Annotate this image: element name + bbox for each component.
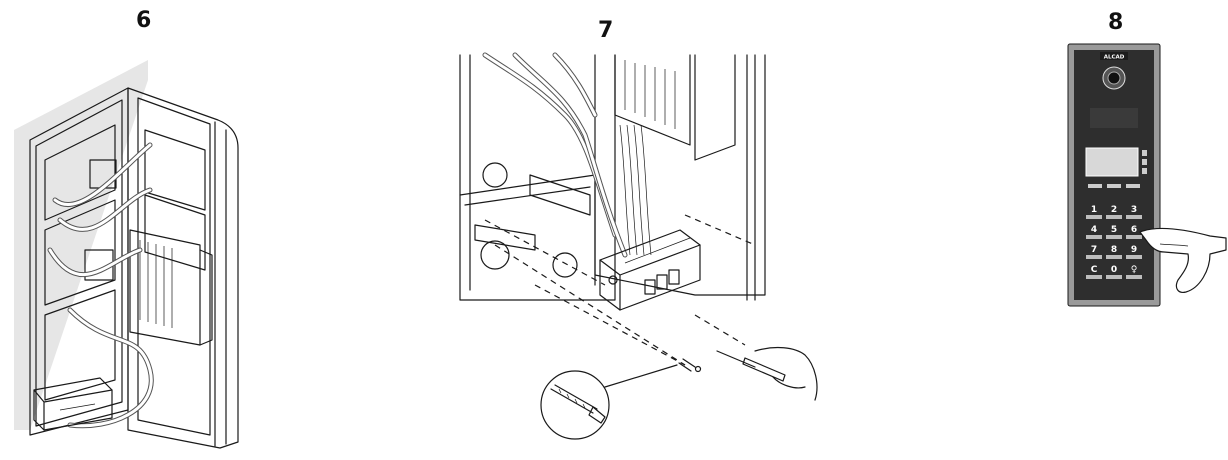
figure-step-8: ALCAD 1 2 3 4 5 6 7 8 9C 0 ♀: [1067, 43, 1227, 307]
keypad-key-label: ♀: [1131, 265, 1138, 275]
keypad-key-button: [1126, 215, 1142, 219]
keypad-key-label: 2: [1111, 205, 1117, 215]
keypad-key-label: 0: [1111, 265, 1117, 275]
keypad-key-label: 4: [1091, 225, 1097, 235]
keypad-key-button: [1106, 255, 1122, 259]
keypad-key-label: 1: [1091, 205, 1097, 215]
keypad-key-button: [1086, 275, 1102, 279]
step-number-8: 8: [1108, 10, 1124, 35]
keypad-key-button: [1086, 215, 1102, 219]
keypad-key-label: 7: [1091, 245, 1097, 255]
display-screen: [1085, 147, 1139, 177]
keypad-key-label: 8: [1111, 245, 1117, 255]
keypad: 1 2 3 4 5 6 7 8 9C 0 ♀: [1086, 205, 1142, 279]
keypad-key-button: [1106, 215, 1122, 219]
keypad-key-button: [1106, 275, 1122, 279]
keypad-key-label: 9: [1131, 245, 1137, 255]
keypad-key-button: [1126, 255, 1142, 259]
step-number-6: 6: [136, 8, 152, 33]
keypad-key-label: 5: [1111, 225, 1117, 235]
keypad-key-label: 6: [1131, 225, 1137, 235]
step-number-7: 7: [598, 18, 614, 43]
keypad-key-button: [1086, 235, 1102, 239]
panel-brand-label: ALCAD: [1104, 55, 1125, 61]
figure-step-7: [459, 52, 818, 440]
speaker-grille: [1090, 108, 1138, 128]
keypad-key-button: [1086, 255, 1102, 259]
figure-step-6: [14, 60, 239, 449]
keypad-key-button: [1106, 235, 1122, 239]
keypad-key-label: C: [1091, 265, 1098, 275]
keypad-key-label: 3: [1131, 205, 1137, 215]
keypad-key-button: [1126, 275, 1142, 279]
keypad-key-button: [1126, 235, 1142, 239]
